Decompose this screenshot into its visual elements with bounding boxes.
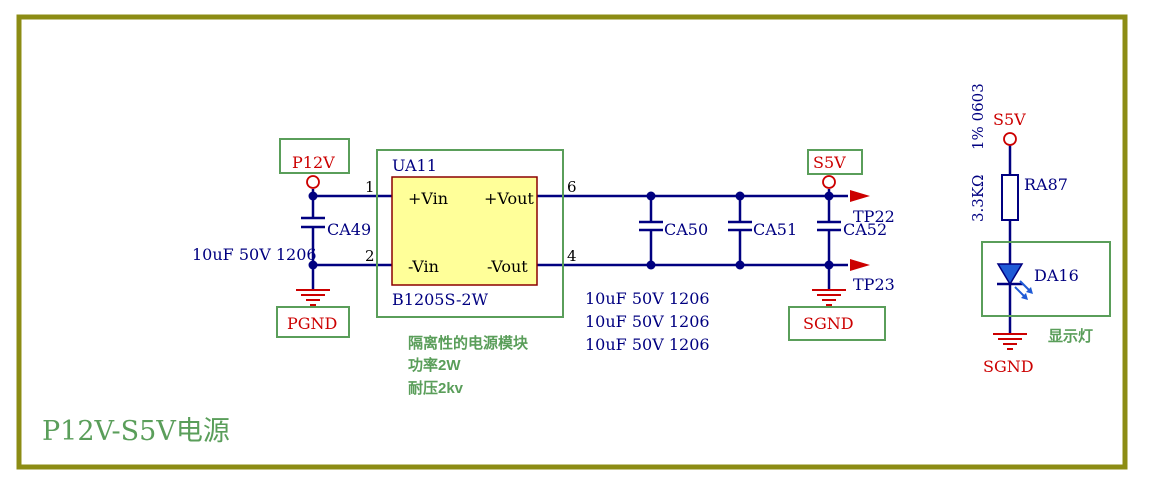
pgnd-label: PGND <box>287 314 337 333</box>
module-pin-vin-pos: +Vin <box>408 189 448 208</box>
out-cap-value-2: 10uF 50V 1206 <box>585 312 710 331</box>
module-pin4-number: 4 <box>567 247 577 265</box>
ra87-resistor-body[interactable] <box>1001 174 1019 221</box>
sgnd-out-ground-icon <box>812 289 846 306</box>
ca52-designator: CA52 <box>843 220 887 239</box>
module-note-line1: 隔离性的电源模块 <box>408 334 529 352</box>
module-note-line2: 功率2W <box>408 356 461 374</box>
junction-dots <box>308 191 834 270</box>
p12v-port-icon[interactable] <box>306 175 320 189</box>
ca49-value: 10uF 50V 1206 <box>192 245 317 264</box>
led-selection-box <box>981 241 1111 317</box>
pgnd-label-box <box>276 306 350 338</box>
ra87-designator: RA87 <box>1024 175 1068 194</box>
sgnd-out-label: SGND <box>803 314 854 333</box>
capacitor-plates <box>301 216 841 232</box>
s5v-led-label: S5V <box>993 110 1026 129</box>
junction-dot <box>735 260 745 270</box>
ca51-designator: CA51 <box>753 220 797 239</box>
junction-dot <box>646 260 656 270</box>
sheet-frame <box>16 14 1128 470</box>
s5v-out-label-box <box>807 149 863 175</box>
junction-dot <box>824 191 834 201</box>
sgnd-out-label-box <box>788 306 886 341</box>
module-note-line3: 耐压2kv <box>408 379 464 397</box>
sgnd-led-ground-icon <box>993 333 1027 350</box>
tp23-arrow-icon[interactable] <box>850 259 870 271</box>
module-pin-vin-neg: -Vin <box>408 257 439 276</box>
s5v-led-port-icon[interactable] <box>1003 132 1017 146</box>
s5v-out-label: S5V <box>813 153 846 172</box>
out-cap-value-1: 10uF 50V 1206 <box>585 289 710 308</box>
ra87-value: 3.3KΩ <box>969 175 987 223</box>
led-diode-icon[interactable] <box>996 263 1033 300</box>
out-cap-value-3: 10uF 50V 1206 <box>585 335 710 354</box>
ra87-tolerance-package: 1% 0603 <box>969 83 987 150</box>
sgnd-led-label: SGND <box>983 357 1034 376</box>
module-pin-vout-neg: -Vout <box>487 257 528 276</box>
ca49-designator: CA49 <box>327 220 371 239</box>
p12v-label: P12V <box>292 153 335 172</box>
module-designator: UA11 <box>392 156 437 175</box>
led-caption: 显示灯 <box>1048 328 1093 345</box>
module-selection-box <box>376 149 564 318</box>
p12v-label-box <box>279 138 350 174</box>
module-value: B1205S-2W <box>392 290 489 309</box>
junction-dot <box>735 191 745 201</box>
tp22-label: TP22 <box>853 207 895 226</box>
junction-dot <box>646 191 656 201</box>
led-designator: DA16 <box>1034 266 1079 285</box>
tp22-arrow-icon[interactable] <box>850 190 870 202</box>
module-pin1-number: 1 <box>365 178 375 196</box>
module-pin2-number: 2 <box>365 247 375 265</box>
ca50-designator: CA50 <box>664 220 708 239</box>
sheet-title: P12V-S5V电源 <box>42 416 230 447</box>
tp23-label: TP23 <box>853 275 895 294</box>
junction-dot <box>308 260 318 270</box>
module-pin-vout-pos: +Vout <box>484 189 534 208</box>
module-pin6-number: 6 <box>567 178 577 196</box>
junction-dot <box>824 260 834 270</box>
junction-dot <box>308 191 318 201</box>
module-body[interactable] <box>391 176 538 286</box>
pgnd-ground-icon <box>296 289 330 306</box>
s5v-out-port-icon[interactable] <box>822 175 836 189</box>
